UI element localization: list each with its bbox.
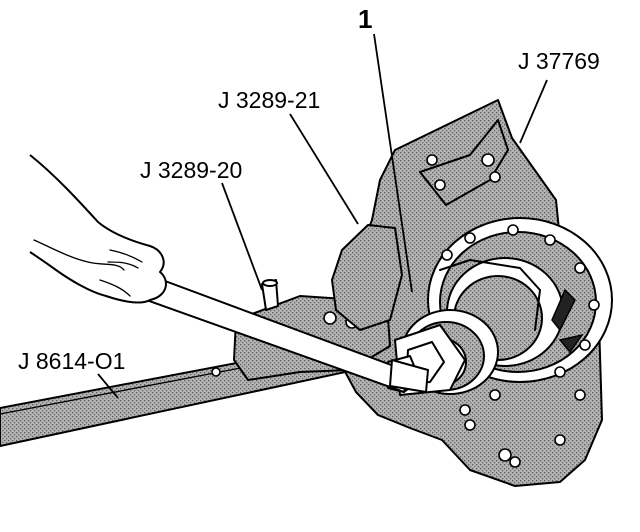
hand-icon <box>29 154 167 304</box>
leader-j3289-20 <box>221 182 263 291</box>
callout-j3289-20: J 3289-20 <box>140 157 242 183</box>
support-arm-j3289-21 <box>331 224 403 331</box>
leader-lines <box>97 33 548 399</box>
leader-j37769 <box>519 79 548 144</box>
leader-item-1 <box>373 33 413 293</box>
callout-j37769: J 37769 <box>518 48 600 74</box>
leader-j3289-21 <box>289 113 359 225</box>
callout-j8614-01: J 8614-O1 <box>18 348 125 374</box>
callout-j3289-21: J 3289-21 <box>218 87 320 113</box>
leader-j8614-01 <box>97 373 119 399</box>
callout-item-1: 1 <box>358 4 372 34</box>
